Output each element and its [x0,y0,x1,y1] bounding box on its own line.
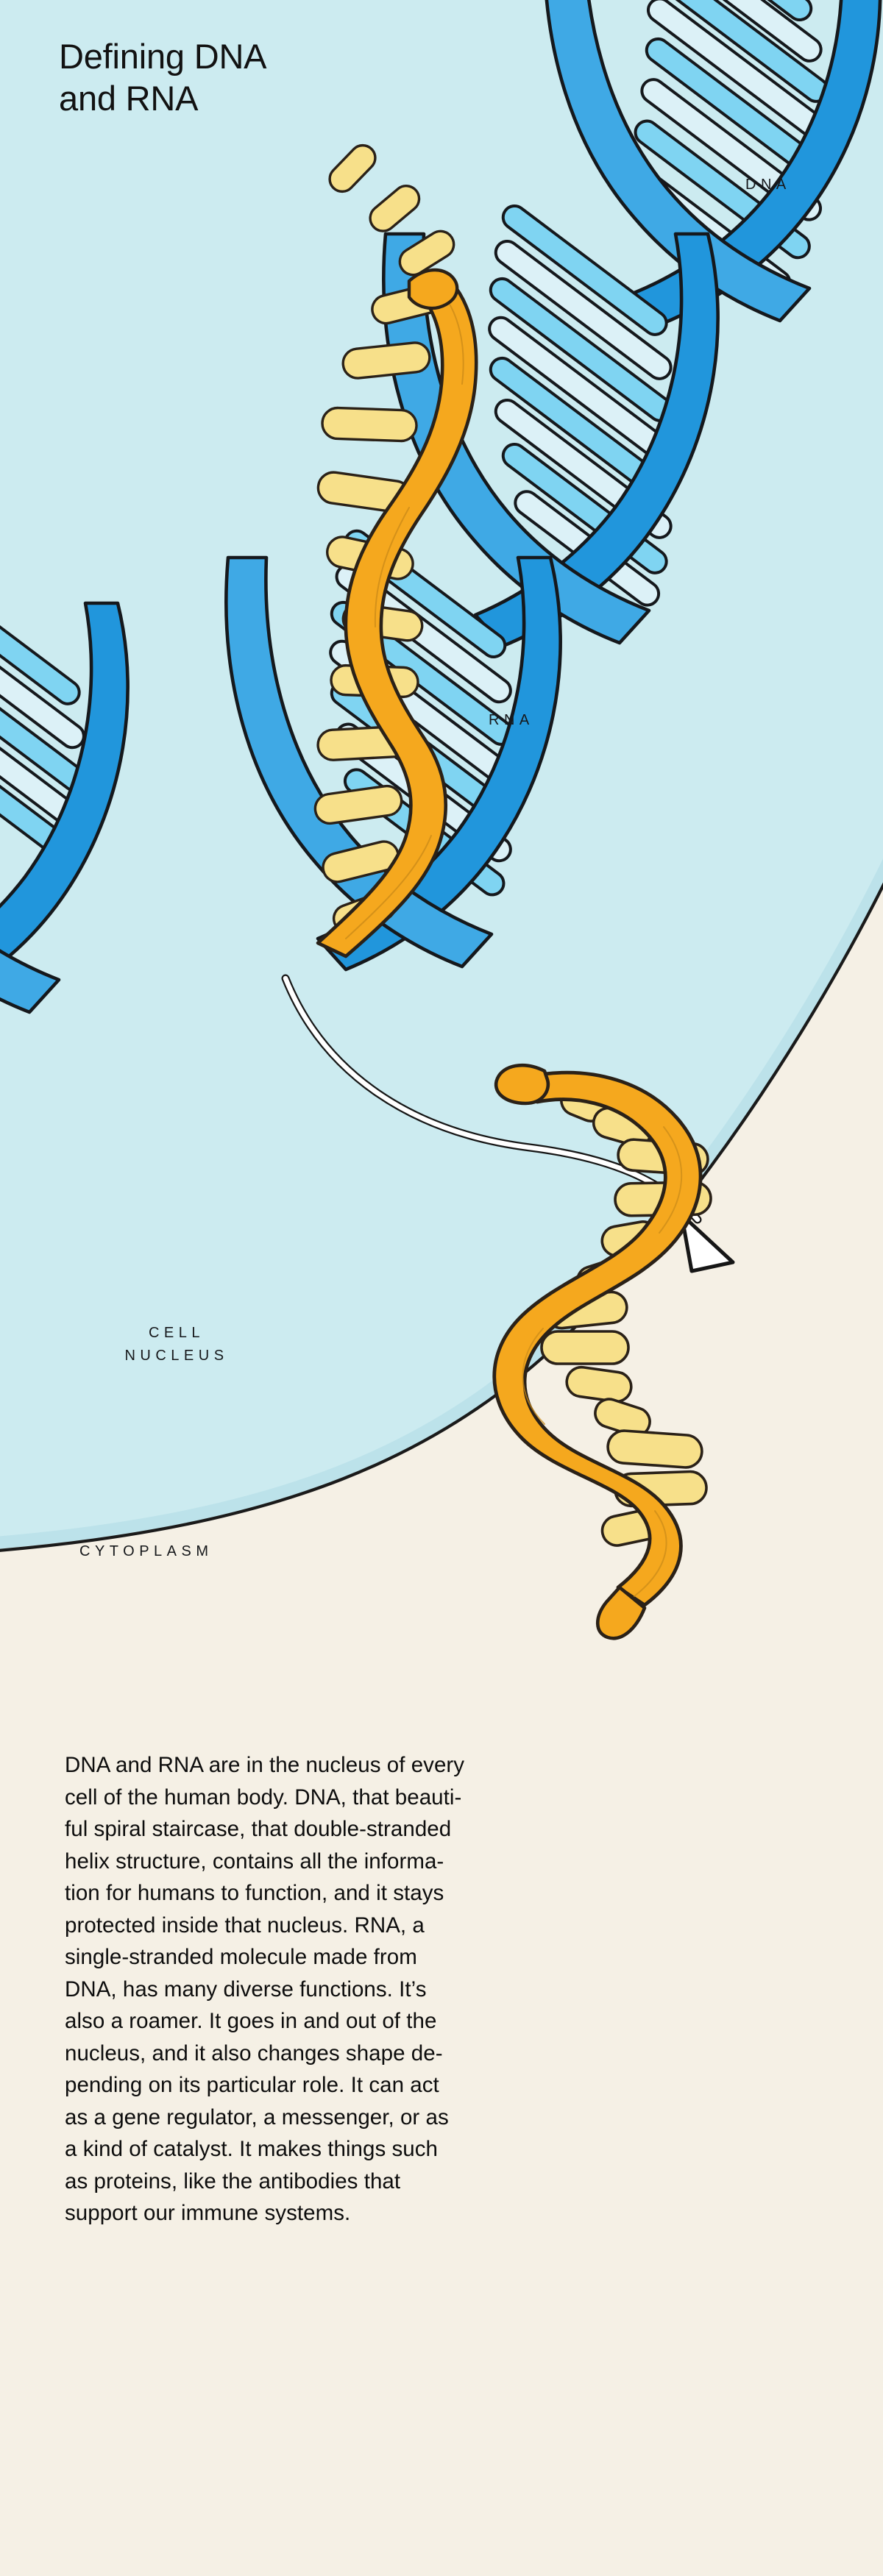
rna-strand-tip [494,1064,550,1106]
rna-strand-nucleus [313,143,478,958]
rna-strand-end [596,1585,647,1640]
rna-backbone [316,270,478,958]
rna-label: RNA [489,712,534,728]
cell-nucleus-label: CELL NUCLEUS [124,1325,229,1364]
dna-backbone-back [224,555,494,969]
dna-backbone-front [0,601,130,967]
page-title: Defining DNA and RNA [59,37,267,118]
rna-strand-cytoplasm [492,1064,712,1640]
dna-helix-turn [0,583,130,1014]
article-body-text: DNA and RNA are in the nucleus of every … [65,1753,465,2225]
dna-label: DNA [745,177,791,193]
rna-ribbon-shading [522,1126,683,1597]
dna-backbone-back [0,949,61,1014]
dna-double-helix [0,0,882,1014]
dna-rna-cell-illustration [0,0,883,1640]
rna-strand-tip [407,268,459,310]
cytoplasm-label: CYTOPLASM [79,1543,213,1559]
rna-base-group-top [328,143,455,277]
